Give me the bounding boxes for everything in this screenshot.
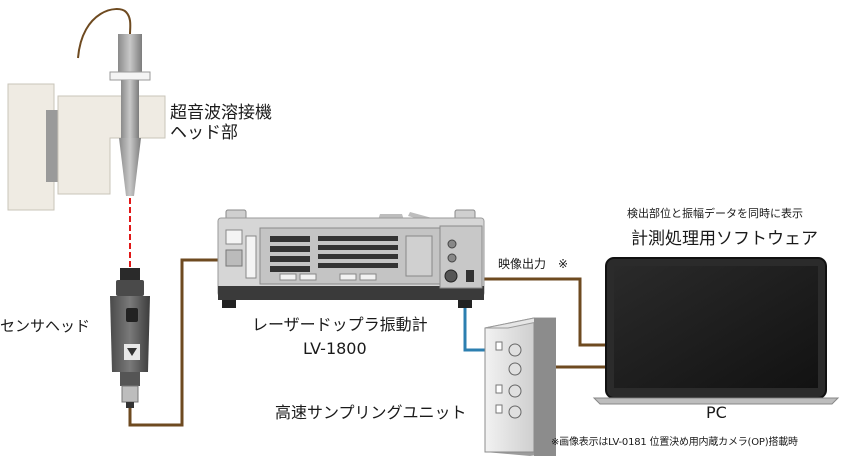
welder-head-label: 超音波溶接機 ヘッド部 [170, 103, 272, 143]
welder-cable [77, 8, 132, 59]
software-name: 計測処理用ソフトウェア [631, 229, 818, 249]
welder-head-label-line1: 超音波溶接機 [170, 103, 272, 123]
sampling-unit [484, 317, 557, 456]
sampling-buttons [495, 341, 522, 419]
footnote: ※画像表示はLV-0181 位置決め用内蔵カメラ(OP)搭載時 [551, 437, 798, 448]
sensor-head [110, 268, 150, 408]
vibrometer-device [217, 209, 485, 308]
welder-head-label-line2: ヘッド部 [170, 122, 238, 143]
video-output-label: 映像出力 ※ [498, 257, 569, 271]
laptop-pc [592, 257, 840, 405]
software-description: 検出部位と振幅データを同時に表示 [627, 207, 803, 220]
vibrometer-name-label: レーザードップラ振動計 [252, 315, 428, 334]
welder-head [7, 34, 166, 211]
vibrometer-controls [270, 235, 433, 281]
sensor-head-label: センサヘッド [0, 317, 91, 335]
vibrometer-to-sampling-cable [463, 307, 493, 352]
vibrometer-model-label: LV-1800 [303, 339, 367, 358]
sensor-to-vibrometer-cable [128, 258, 220, 427]
pc-label: PC [706, 403, 727, 422]
video-output-cable [484, 277, 612, 347]
arrow-down-icon [127, 348, 137, 356]
cables [77, 8, 612, 427]
sampling-unit-label: 高速サンプリングユニット [275, 403, 467, 422]
